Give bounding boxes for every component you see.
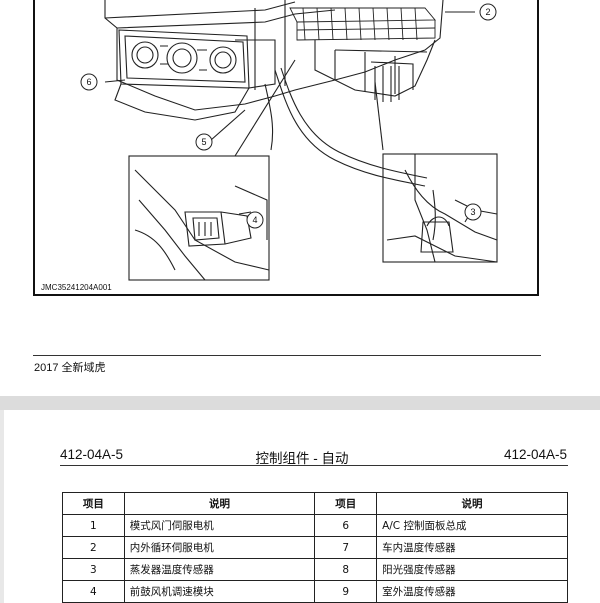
hvac-figure: 2 6 5 4 3 JMC35241204A001 [33, 0, 539, 296]
item-number: 6 [314, 514, 378, 537]
callout-label-2: 2 [485, 7, 490, 17]
header-description: 说明 [123, 492, 316, 515]
item-description: 内外循环伺服电机 [123, 536, 316, 559]
section-number-right: 412-04A-5 [503, 447, 567, 462]
callout-label-6: 6 [86, 77, 91, 87]
manual-page-upper: 2 6 5 4 3 JMC35241204A001 2017 全新域虎 [0, 0, 600, 396]
item-number: 2 [62, 536, 125, 559]
table-row: 4 前鼓风机调速模块 9 室外温度传感器 [62, 580, 568, 603]
page-gap [0, 396, 600, 410]
item-number: 9 [314, 580, 378, 603]
section-number-left: 412-04A-5 [60, 447, 124, 462]
figure-id: JMC35241204A001 [41, 283, 112, 292]
manual-page-lower: 412-04A-5 控制组件 - 自动 412-04A-5 项目 说明 项目 说… [4, 410, 600, 603]
header-item: 项目 [314, 492, 378, 515]
header-description: 说明 [376, 492, 568, 515]
callout-label-4: 4 [252, 215, 257, 225]
table-row: 3 蒸发器温度传感器 8 阳光强度传感器 [62, 558, 568, 581]
item-number: 1 [62, 514, 125, 537]
callout-circle-4 [246, 211, 264, 229]
hvac-line-drawing: 2 6 5 4 3 [80, 0, 498, 281]
header-divider [60, 465, 568, 466]
page-title: 控制组件 - 自动 [255, 451, 349, 466]
table-row: 2 内外循环伺服电机 7 车内温度传感器 [62, 536, 568, 559]
item-description: 前鼓风机调速模块 [123, 580, 316, 603]
header-item: 项目 [62, 492, 125, 515]
item-number: 4 [62, 580, 125, 603]
callout-circle-6 [80, 73, 98, 91]
table-header-row: 项目 说明 项目 说明 [62, 492, 568, 515]
item-description: 室外温度传感器 [376, 580, 568, 603]
callout-circle-2 [479, 3, 497, 21]
callout-label-3: 3 [470, 207, 475, 217]
callout-circle-5 [195, 133, 213, 151]
item-description: 蒸发器温度传感器 [123, 558, 316, 581]
item-number: 8 [314, 558, 378, 581]
item-description: A/C 控制面板总成 [376, 514, 568, 537]
table-row: 1 模式风门伺服电机 6 A/C 控制面板总成 [62, 514, 568, 537]
callout-label-5: 5 [201, 137, 206, 147]
footer-model-label: 2017 全新域虎 [34, 362, 106, 374]
item-number: 3 [62, 558, 125, 581]
item-description: 车内温度传感器 [376, 536, 568, 559]
callout-circle-3 [464, 203, 482, 221]
item-description: 阳光强度传感器 [376, 558, 568, 581]
item-description: 模式风门伺服电机 [123, 514, 316, 537]
item-number: 7 [314, 536, 378, 559]
footer-divider [33, 355, 541, 356]
parts-table: 项目 说明 项目 说明 1 模式风门伺服电机 6 A/C 控制面板总成 2 内外… [62, 492, 568, 603]
